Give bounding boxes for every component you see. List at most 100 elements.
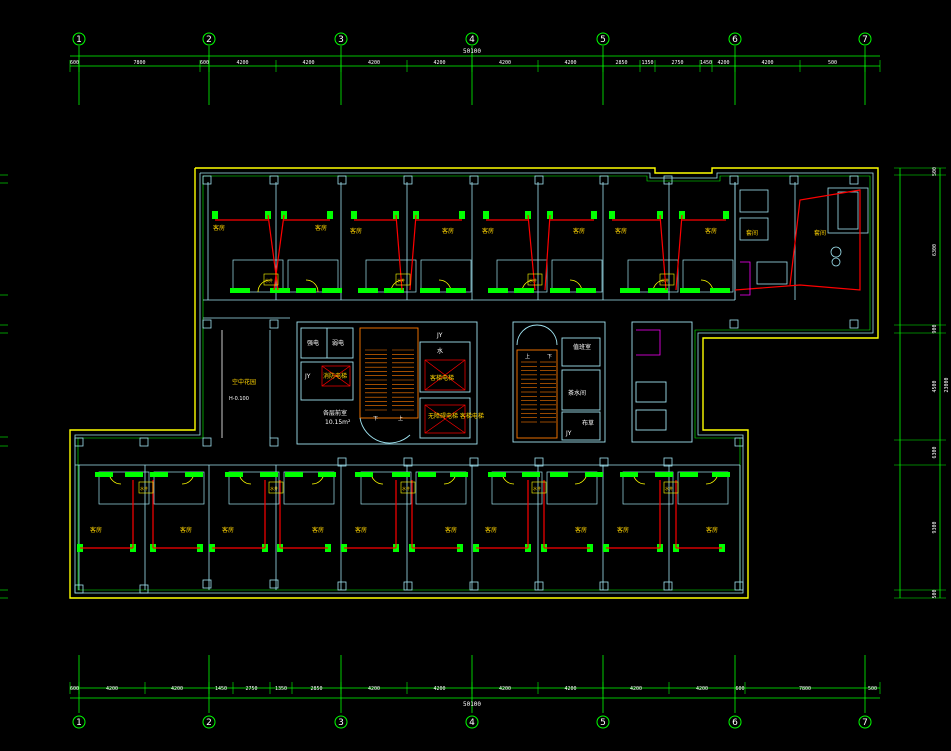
stair-left xyxy=(365,349,414,411)
equipment-bar xyxy=(648,288,668,293)
fixture-outline xyxy=(740,261,751,296)
wire xyxy=(734,189,861,291)
shaft-label: 水井 xyxy=(529,277,537,283)
label-suite-2: 套间 xyxy=(814,229,826,237)
label-down-left: 下 xyxy=(373,416,378,422)
equipment-bar xyxy=(260,472,278,477)
label-suite-1: 套间 xyxy=(746,229,758,237)
axis-bubble xyxy=(858,32,872,46)
bathroom xyxy=(420,259,472,293)
axis-bubble xyxy=(728,32,742,46)
equipment-bar xyxy=(355,472,373,477)
bot-seg-label: 4200 xyxy=(368,686,380,692)
label-duty: 值班室 xyxy=(573,343,591,351)
column xyxy=(403,457,413,467)
shaft-label: 水井 xyxy=(397,277,405,283)
column xyxy=(789,175,799,185)
equipment-bar xyxy=(358,288,378,293)
corridor-walls xyxy=(75,299,740,466)
shaft-box xyxy=(400,481,416,494)
equipment-bar xyxy=(550,288,570,293)
axis-number: 3 xyxy=(338,35,344,45)
top-seg-label: 500 xyxy=(828,60,837,66)
equipment-bar xyxy=(710,288,730,293)
shaft-box xyxy=(527,273,543,286)
equipment-marker xyxy=(723,211,729,219)
label-jy-core: JY xyxy=(436,332,443,339)
column xyxy=(74,437,84,447)
wire xyxy=(527,214,536,291)
column xyxy=(534,457,544,467)
room-label-guest: 客房 xyxy=(617,526,629,534)
top-seg-label: 4200 xyxy=(564,60,576,66)
shaft-box xyxy=(138,481,154,494)
column xyxy=(599,457,609,467)
right-seg-label: 9300 xyxy=(932,521,938,533)
bathroom xyxy=(622,471,674,505)
structural-columns xyxy=(74,175,859,594)
upper-room-labels: 客房客房客房客房客房客房客房客房 xyxy=(213,224,717,235)
top-seg-label: 4200 xyxy=(761,60,773,66)
axis-number: 1 xyxy=(76,718,82,728)
bot-seg-label: 4200 xyxy=(106,686,118,692)
column xyxy=(269,579,279,589)
label-fire-elevator: 消防电梯 xyxy=(323,372,347,380)
wire xyxy=(395,214,403,291)
column xyxy=(729,175,739,185)
room-label-guest: 客房 xyxy=(213,224,225,232)
label-hall: 各层前室 xyxy=(323,409,347,417)
top-seg-label: 4200 xyxy=(717,60,729,66)
bot-seg-label: 500 xyxy=(868,686,877,692)
room-label-guest: 客房 xyxy=(705,227,717,235)
bot-seg-label: 1450 xyxy=(215,686,227,692)
room-label-guest: 客房 xyxy=(445,526,457,534)
shaft-box xyxy=(531,481,547,494)
equipment-bar xyxy=(270,288,290,293)
shaft-box xyxy=(263,273,279,286)
label-water: 水 xyxy=(437,347,443,355)
column xyxy=(729,319,739,329)
right-total-label: 23000 xyxy=(944,377,950,392)
lower-room-labels: 客房客房客房客房客房客房客房客房客房客房 xyxy=(90,526,718,534)
axis-bubble xyxy=(72,32,86,46)
right-seg-label: 4500 xyxy=(932,380,938,392)
equipment-bar xyxy=(185,472,203,477)
bot-seg-label: 4200 xyxy=(564,686,576,692)
top-seg-label: 4200 xyxy=(368,60,380,66)
column xyxy=(202,175,212,185)
column xyxy=(139,584,149,594)
right-seg-label: 500 xyxy=(932,589,938,598)
bathroom xyxy=(153,471,205,505)
equipment-bar xyxy=(620,472,638,477)
bathroom xyxy=(546,471,598,505)
axis-number: 2 xyxy=(206,35,212,45)
axis-bubble xyxy=(596,715,610,729)
column xyxy=(469,175,479,185)
column xyxy=(202,579,212,589)
shaft-label: 水井 xyxy=(533,485,541,491)
equipment-bar xyxy=(418,472,436,477)
room-label-guest: 客房 xyxy=(575,526,587,534)
equipment-bar xyxy=(488,472,506,477)
label-jy-left: JY xyxy=(304,373,311,380)
equipment-bar xyxy=(712,472,730,477)
column xyxy=(202,437,212,447)
top-seg-label: 2750 xyxy=(671,60,683,66)
bot-seg-label: 4200 xyxy=(433,686,445,692)
column xyxy=(74,584,84,594)
top-seg-label: 2850 xyxy=(615,60,627,66)
equipment-bar xyxy=(225,472,243,477)
bathroom xyxy=(491,471,543,505)
bathroom xyxy=(98,471,150,505)
equipment-bar xyxy=(620,288,640,293)
top-seg-label: 4200 xyxy=(236,60,248,66)
equipment-bar xyxy=(322,288,342,293)
room-label-guest: 客房 xyxy=(180,526,192,534)
equipment-bar xyxy=(95,472,113,477)
shaft-label: 水井 xyxy=(270,485,278,491)
bot-seg-label: 1350 xyxy=(275,686,287,692)
equipment-marker xyxy=(212,211,218,219)
wire xyxy=(273,214,285,291)
